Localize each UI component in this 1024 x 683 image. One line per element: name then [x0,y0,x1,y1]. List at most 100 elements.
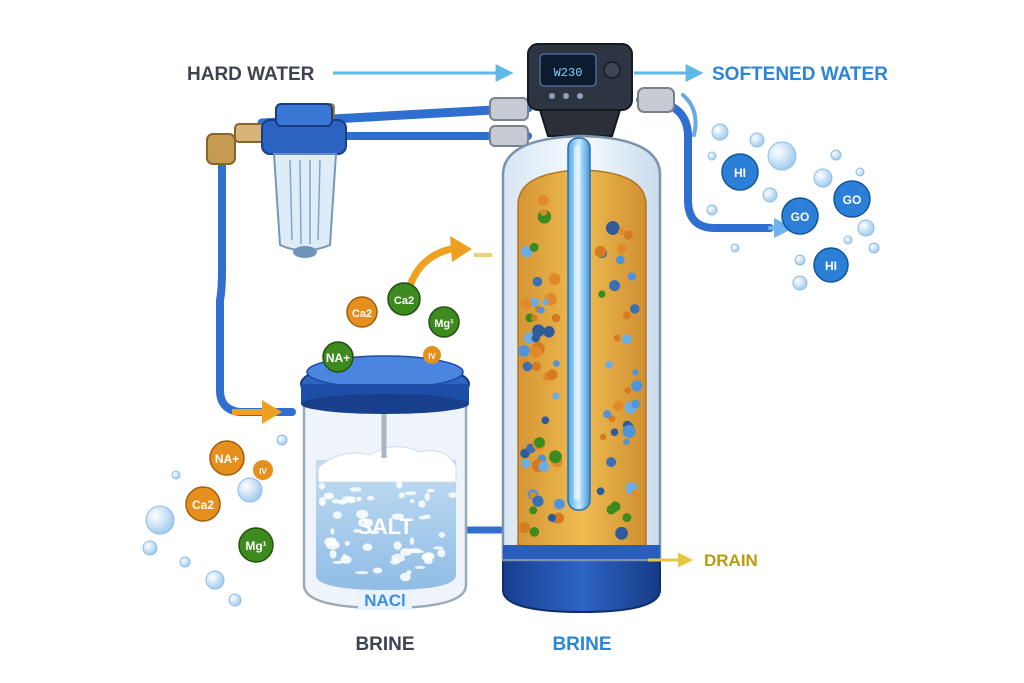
resin-bead [529,242,539,252]
bubble [711,123,729,141]
salt-flake [325,540,340,550]
resin-bead [623,438,630,445]
flow-arrows [232,64,704,568]
ion-hi-top: HI [721,153,759,191]
resin-bead [552,392,560,400]
svg-text:IV: IV [428,352,436,361]
salt-flake [405,491,417,496]
salt-flake [421,553,434,561]
bubble [868,242,880,254]
hard-water-label: HARD WATER [187,64,315,85]
resin-bead [532,324,545,338]
salt-flake [318,483,325,490]
bubble [830,149,842,161]
resin-bead [631,489,640,497]
salt-flakes [318,480,458,582]
svg-text:Ca2: Ca2 [394,295,414,307]
resin-bead [522,361,533,372]
resin-bead [606,457,617,468]
salt-flake [349,487,362,492]
salt-flake [400,548,412,556]
resin-bead [551,313,561,323]
controller-display-text: W230 [554,66,583,80]
salt-flake [338,499,347,505]
bubble [707,151,717,161]
regeneration-arrow [404,244,456,294]
bubble [767,141,797,171]
control-valve: W230 [527,43,633,137]
resin-bead [521,458,531,469]
resin-bead [608,415,616,423]
resin-bead [618,228,626,235]
resin-bead [554,498,565,510]
resin-bead [553,512,565,524]
resin-bead [540,209,547,216]
resin-bead [529,297,539,307]
svg-text:HI: HI [825,259,837,273]
salt-flake [355,571,369,575]
bubble [179,556,191,568]
resin-bead [542,298,549,305]
salt-flake [372,567,383,574]
salt-flake [410,550,425,554]
salt-flake [424,492,430,501]
resin-bead [548,273,561,286]
resin-bead [615,526,628,540]
bubble [813,168,833,188]
resin-bead [623,311,631,320]
salt-flake [409,537,415,545]
svg-text:NA+: NA+ [326,351,350,365]
resin-bead [623,230,634,240]
resin-bead [621,334,632,345]
salt-flake [391,513,405,520]
resin-bead [543,326,555,338]
salt-flake [353,529,361,533]
ion-go-left: GO [781,197,819,235]
resin-bead [622,513,632,523]
salt-flake [390,559,400,565]
resin-bead [606,504,617,515]
salt-flake [362,543,373,551]
resin-bead [530,345,540,355]
bubble [762,187,778,203]
ion-na-plus-top: NA+ [322,341,354,373]
salt-flake [342,496,356,500]
bubble [843,235,853,245]
ion-badges: NA+ Ca2 Ca2 Mg¹ IV NA+ IV Ca2 [185,153,871,563]
salt-flake [323,492,335,500]
ion-ca-left: Ca2 [185,486,221,522]
salt-flake [332,511,342,519]
salt-flake [438,532,446,538]
ion-mg-left: Mg¹ [238,527,274,563]
svg-text:Mg¹: Mg¹ [245,539,266,553]
resin-bead [627,272,637,281]
resin-bead [532,495,544,507]
resin-bead [531,361,542,371]
resin-bead [531,314,538,322]
resin-bead [613,334,621,342]
bubble [855,167,865,177]
salt-flake [432,546,444,550]
resin-tank-label: BRINE [552,634,611,655]
bubble [794,254,806,266]
salt-flake [448,492,458,498]
resin-bead [596,487,605,496]
svg-text:HI: HI [734,166,746,180]
bubble [749,132,765,148]
salt-flake [368,530,380,534]
sediment-filter [261,103,347,258]
bubble [857,219,875,237]
salt-flake [426,488,435,493]
ion-na-plus-left: NA+ [209,440,245,476]
salt-flake [418,515,426,520]
salt-flake [398,492,406,499]
resin-bead [616,243,627,254]
salt-flake [362,518,374,527]
resin-bead [631,399,640,409]
salt-flake [396,480,403,489]
resin-bead [529,506,538,515]
resin-bead [537,194,549,206]
bubble [145,505,175,535]
